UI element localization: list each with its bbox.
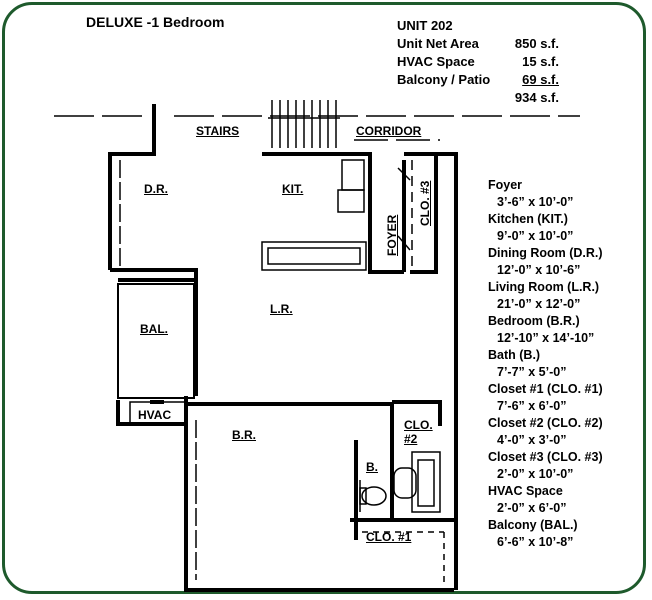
legend-room-name: Kitchen (KIT.): [488, 212, 568, 226]
label-kitchen: KIT.: [282, 182, 304, 196]
unit-row-value: 69 s.f.: [522, 72, 559, 87]
unit-row-label: Balcony / Patio: [397, 72, 491, 87]
label-closet-2: CLO.: [404, 418, 433, 432]
unit-row-value: 850 s.f.: [514, 36, 559, 51]
corridor-lines: [54, 115, 580, 141]
label-bath: B.: [366, 460, 378, 474]
label-living-room: L.R.: [270, 302, 293, 316]
label-bedroom: B.R.: [232, 428, 256, 442]
label-foyer: FOYER: [385, 214, 399, 256]
legend-room-dim: 9’-0” x 10’-0”: [497, 229, 574, 243]
label-closet-2-number: #2: [404, 432, 418, 446]
legend-room-dim: 2’-0” x 10’-0”: [497, 467, 574, 481]
label-balcony: BAL.: [140, 322, 168, 336]
legend-room-name: Closet #3 (CLO. #3): [488, 450, 603, 464]
label-closet-3: CLO. #3: [418, 180, 432, 226]
page-border: [2, 2, 646, 594]
wall-posts: [150, 336, 198, 404]
legend-room-name: Balcony (BAL.): [488, 518, 578, 532]
label-hvac: HVAC: [138, 408, 172, 422]
balcony-area: [117, 283, 195, 399]
label-closet-1: CLO. #1: [366, 530, 412, 544]
label-stairs: STAIRS: [196, 124, 240, 138]
bath-tub: [411, 451, 441, 513]
legend-room-name: Closet #2 (CLO. #2): [488, 416, 603, 430]
legend-room-name: Closet #1 (CLO. #1): [488, 382, 603, 396]
legend-room-name: Living Room (L.R.): [488, 280, 600, 294]
label-dining-room: D.R.: [144, 182, 168, 196]
legend-room-dim: 3’-6” x 10’-0”: [497, 195, 574, 209]
kitchen-range: [337, 189, 365, 213]
legend-room-name: HVAC Space: [488, 484, 563, 498]
bath-sink: [393, 467, 417, 499]
legend-room-name: Dining Room (D.R.): [488, 246, 603, 260]
unit-row-value: 15 s.f.: [522, 54, 559, 69]
legend-room-dim: 21’-0” x 12’-0”: [497, 297, 581, 311]
bath-tub-inner: [417, 459, 435, 507]
legend-room-dim: 7’-6” x 6’-0”: [497, 399, 567, 413]
kitchen-sink: [267, 247, 361, 265]
walls: [108, 104, 458, 592]
legend-room-dim: 12’-0” x 10’-6”: [497, 263, 581, 277]
label-corridor: CORRIDOR: [356, 124, 422, 138]
kitchen-counter: [261, 241, 367, 271]
legend-room-dim: 4’-0” x 3’-0”: [497, 433, 567, 447]
unit-row-label: HVAC Space: [397, 54, 475, 69]
legend-room-dim: 2’-0” x 6’-0”: [497, 501, 567, 515]
stairs-lines: [268, 100, 340, 148]
unit-row-label: Unit Net Area: [397, 36, 479, 51]
legend-room-name: Foyer: [488, 178, 523, 192]
legend-room-dim: 12’-10” x 14’-10”: [497, 331, 595, 345]
legend-room-name: Bedroom (B.R.): [488, 314, 580, 328]
unit-name: UNIT 202: [397, 18, 453, 33]
kitchen-cabinet: [341, 159, 365, 191]
plan-title: DELUXE -1 Bedroom: [86, 14, 225, 30]
bath-toilet: [361, 486, 387, 506]
legend-room-name: Bath (B.): [488, 348, 541, 362]
unit-total: 934 s.f.: [514, 90, 559, 105]
legend-room-dim: 7’-7” x 5’-0”: [497, 365, 567, 379]
legend-room-dim: 6’-6” x 10’-8”: [497, 535, 574, 549]
